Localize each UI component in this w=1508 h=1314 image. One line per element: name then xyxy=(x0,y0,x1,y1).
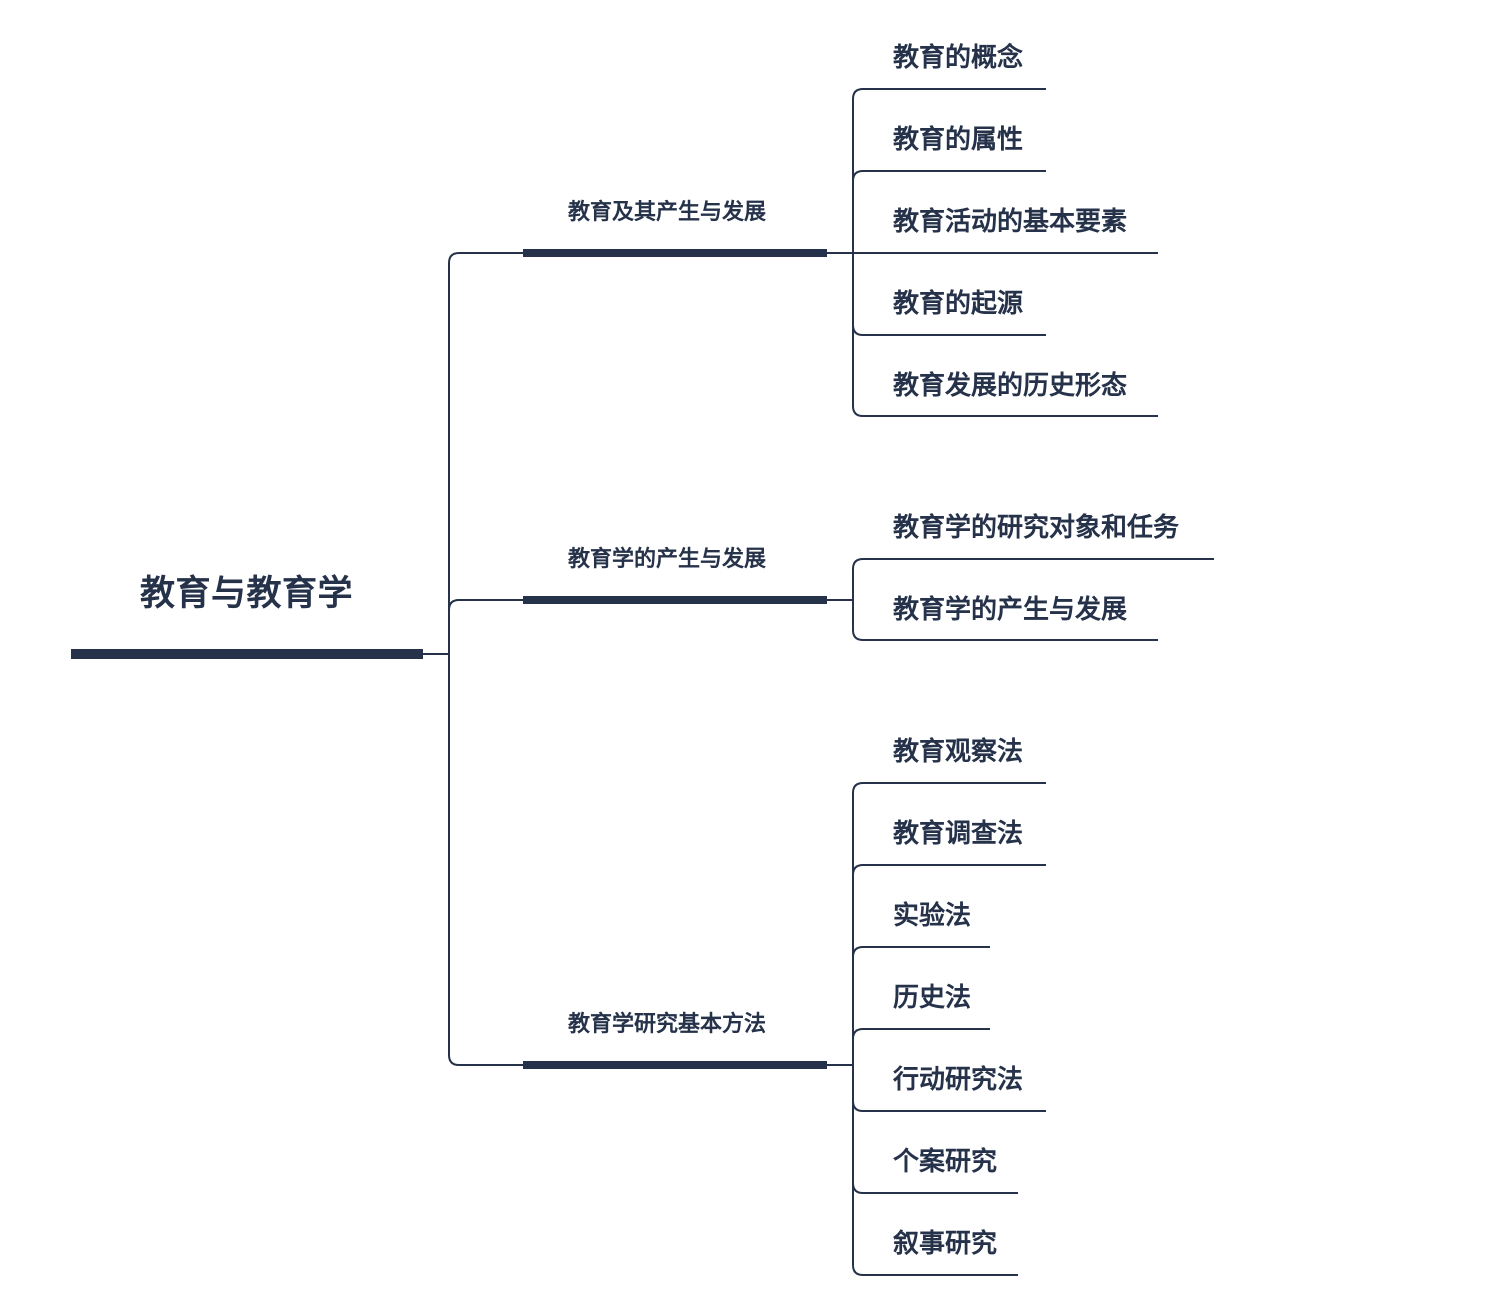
connector-branch-3-spine xyxy=(827,793,854,1265)
connector-root-branch-3 xyxy=(448,654,523,1066)
branch-3-underline xyxy=(523,1061,827,1069)
leaf-b3-7[interactable]: 叙事研究 xyxy=(893,1229,998,1259)
connector-branch-3-child-6 xyxy=(852,1182,1018,1194)
connector-branch-2-spine xyxy=(827,569,854,630)
branch-1-underline xyxy=(523,249,827,257)
root-topic-underline xyxy=(71,649,423,659)
connector-branch-3-child-5 xyxy=(852,1100,1046,1112)
leaf-b3-6[interactable]: 个案研究 xyxy=(893,1147,998,1177)
branch-2-label[interactable]: 教育学的产生与发展 xyxy=(568,546,767,572)
connector-branch-3-child-2 xyxy=(852,864,1046,876)
leaf-b1-1[interactable]: 教育的概念 xyxy=(893,43,1024,73)
leaf-b3-4[interactable]: 历史法 xyxy=(893,983,972,1013)
root-topic-label[interactable]: 教育与教育学 xyxy=(140,573,354,614)
leaf-b2-2[interactable]: 教育学的产生与发展 xyxy=(893,595,1128,625)
leaf-b3-2[interactable]: 教育调查法 xyxy=(893,819,1024,849)
connector-branch-1-child-2 xyxy=(852,170,1046,182)
leaf-b1-5[interactable]: 教育发展的历史形态 xyxy=(893,371,1128,401)
connector-branch-2-child-1 xyxy=(852,558,1214,570)
branch-2-underline xyxy=(523,596,827,604)
connector-branch-3-child-4 xyxy=(852,1028,990,1040)
leaf-b3-5[interactable]: 行动研究法 xyxy=(893,1065,1024,1095)
branch-1-label[interactable]: 教育及其产生与发展 xyxy=(568,199,767,225)
leaf-b1-3[interactable]: 教育活动的基本要素 xyxy=(893,207,1128,237)
leaf-b3-3[interactable]: 实验法 xyxy=(893,901,972,931)
leaf-b1-4[interactable]: 教育的起源 xyxy=(893,289,1024,319)
connector-branch-1-child-1 xyxy=(852,88,1046,100)
connector-branch-3-child-1 xyxy=(852,782,1046,794)
leaf-b3-1[interactable]: 教育观察法 xyxy=(893,737,1024,767)
connector-root-branch-1 xyxy=(423,252,523,655)
connector-branch-1-child-5 xyxy=(852,405,1158,417)
connector-root-branch-2 xyxy=(448,599,523,654)
connector-branch-2-child-2 xyxy=(852,629,1158,641)
connector-branch-3-child-3 xyxy=(852,946,990,958)
connector-branch-1-child-4 xyxy=(852,324,1046,336)
leaf-b2-1[interactable]: 教育学的研究对象和任务 xyxy=(893,513,1180,543)
leaf-b1-2[interactable]: 教育的属性 xyxy=(893,125,1024,155)
connector-branch-1-spine xyxy=(827,99,854,406)
connector-branch-3-child-7 xyxy=(852,1264,1018,1276)
branch-3-label[interactable]: 教育学研究基本方法 xyxy=(568,1011,767,1037)
